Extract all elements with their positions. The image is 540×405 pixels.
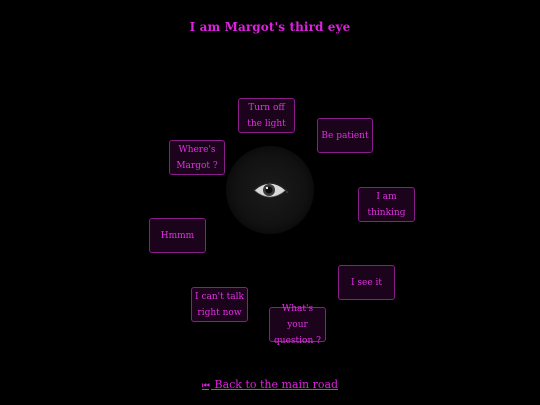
bubble-wheres-margot[interactable]: Where's Margot ? [169, 140, 225, 175]
page-title: I am Margot's third eye [189, 20, 351, 34]
bubble-turn-off-light[interactable]: Turn off the light [238, 98, 295, 133]
skip-back-icon: ⏮ [201, 381, 210, 391]
back-to-main-road-link[interactable]: ⏮ Back to the main road [202, 378, 338, 391]
back-link-label: Back to the main road [214, 378, 339, 391]
bubble-label: Where's Margot ? [176, 144, 218, 171]
bubble-i-cant-talk[interactable]: I can't talk right now [191, 287, 248, 322]
eye-icon[interactable] [252, 178, 288, 202]
bubble-i-see-it[interactable]: I see it [338, 265, 395, 300]
bubble-label: Be patient [321, 130, 369, 141]
bubble-i-am-thinking[interactable]: I am thinking [358, 187, 415, 222]
bubble-label: I am thinking [367, 191, 406, 218]
bubble-label: Hmmm [160, 230, 195, 241]
bubble-label: Turn off the light [247, 102, 286, 129]
bubble-label: What's your question ? [274, 303, 321, 346]
footer: ⏮ Back to the main road [0, 378, 540, 391]
bubble-label: I can't talk right now [195, 291, 244, 318]
bubble-be-patient[interactable]: Be patient [317, 118, 373, 153]
bubble-hmmm[interactable]: Hmmm [149, 218, 206, 253]
bubble-whats-your-question[interactable]: What's your question ? [269, 304, 326, 346]
bubble-label: I see it [350, 277, 383, 288]
